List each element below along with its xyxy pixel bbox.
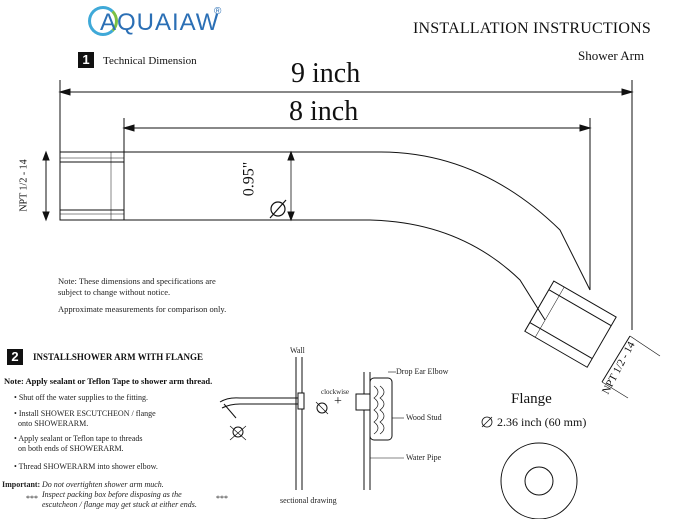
right-thread-end [524, 280, 617, 368]
section-shower-arm [219, 397, 300, 403]
drop-ear-elbow-label: Drop Ear Elbow [396, 367, 449, 376]
note-line-3: Approximate measurements for comparison … [58, 304, 227, 314]
stars-right: *** [216, 494, 228, 503]
arrow-right-8 [579, 124, 592, 132]
wall-label: Wall [290, 346, 305, 355]
pipe-bottom-edge [124, 219, 546, 321]
arrow-left-8 [122, 124, 135, 132]
arrow-right-9 [621, 88, 634, 96]
logo-ring-icon [88, 6, 118, 36]
section-2-title: INSTALLSHOWER ARM WITH FLANGE [33, 352, 203, 362]
clockwise-label: clockwise [321, 388, 349, 396]
important-label: Important: [2, 480, 41, 489]
stars-left: *** [26, 494, 38, 503]
water-pipe-label: Water Pipe [406, 453, 442, 462]
arrow-left-9 [58, 88, 71, 96]
important-line-2: Inspect packing box before disposing as … [42, 490, 182, 499]
registered-mark: ® [214, 6, 222, 17]
flange-label: Flange [511, 391, 552, 407]
note-line-2: subject to change without notice. [58, 287, 171, 297]
step-item-1: • Shut off the water supplies to the fit… [14, 393, 148, 402]
pipe-top-edge [124, 151, 591, 291]
flange-outer [500, 442, 578, 519]
sectional-drawing-caption: sectional drawing [280, 496, 337, 505]
note-line-1: Note: These dimensions and specification… [58, 276, 216, 286]
section-1-title: Technical Dimension [103, 55, 197, 67]
sealant-note: Note: Apply sealant or Teflon Tape to sh… [4, 376, 213, 386]
overall-length-label: 9 inch [291, 58, 361, 89]
brand-logo: AQUAIAW ® [88, 4, 238, 40]
thread-left-label: NPT 1/2 - 14 [18, 159, 30, 212]
flange-inner [524, 466, 554, 496]
page-title: INSTALLATION INSTRUCTIONS [413, 20, 651, 37]
diameter-label: 0.95" [240, 161, 258, 197]
step-item-3: • Apply sealant or Teflon tape to thread… [14, 434, 143, 453]
logo-text: AQUAIAW [100, 9, 220, 36]
wood-stud-label: Wood Stud [406, 413, 442, 422]
left-thread-end [59, 151, 125, 221]
step-item-2: • Install SHOWER ESCUTCHEON / flange ont… [14, 409, 156, 428]
flange-dimension: 2.36 inch (60 mm) [497, 415, 587, 429]
drop-ear-elbow [355, 393, 371, 411]
important-line-3: escutcheon / flange may get stuck at eit… [42, 500, 197, 509]
important-line-1: Do not overtighten shower arm much. [42, 480, 164, 489]
pipe-length-label: 8 inch [289, 96, 359, 127]
page-subtitle: Shower Arm [578, 48, 645, 63]
step-item-4: • Thread SHOWERARM into shower elbow. [14, 462, 158, 471]
plus-sign: + [334, 394, 342, 409]
step-2-badge: 2 [7, 349, 23, 365]
step-1-badge: 1 [78, 52, 94, 68]
